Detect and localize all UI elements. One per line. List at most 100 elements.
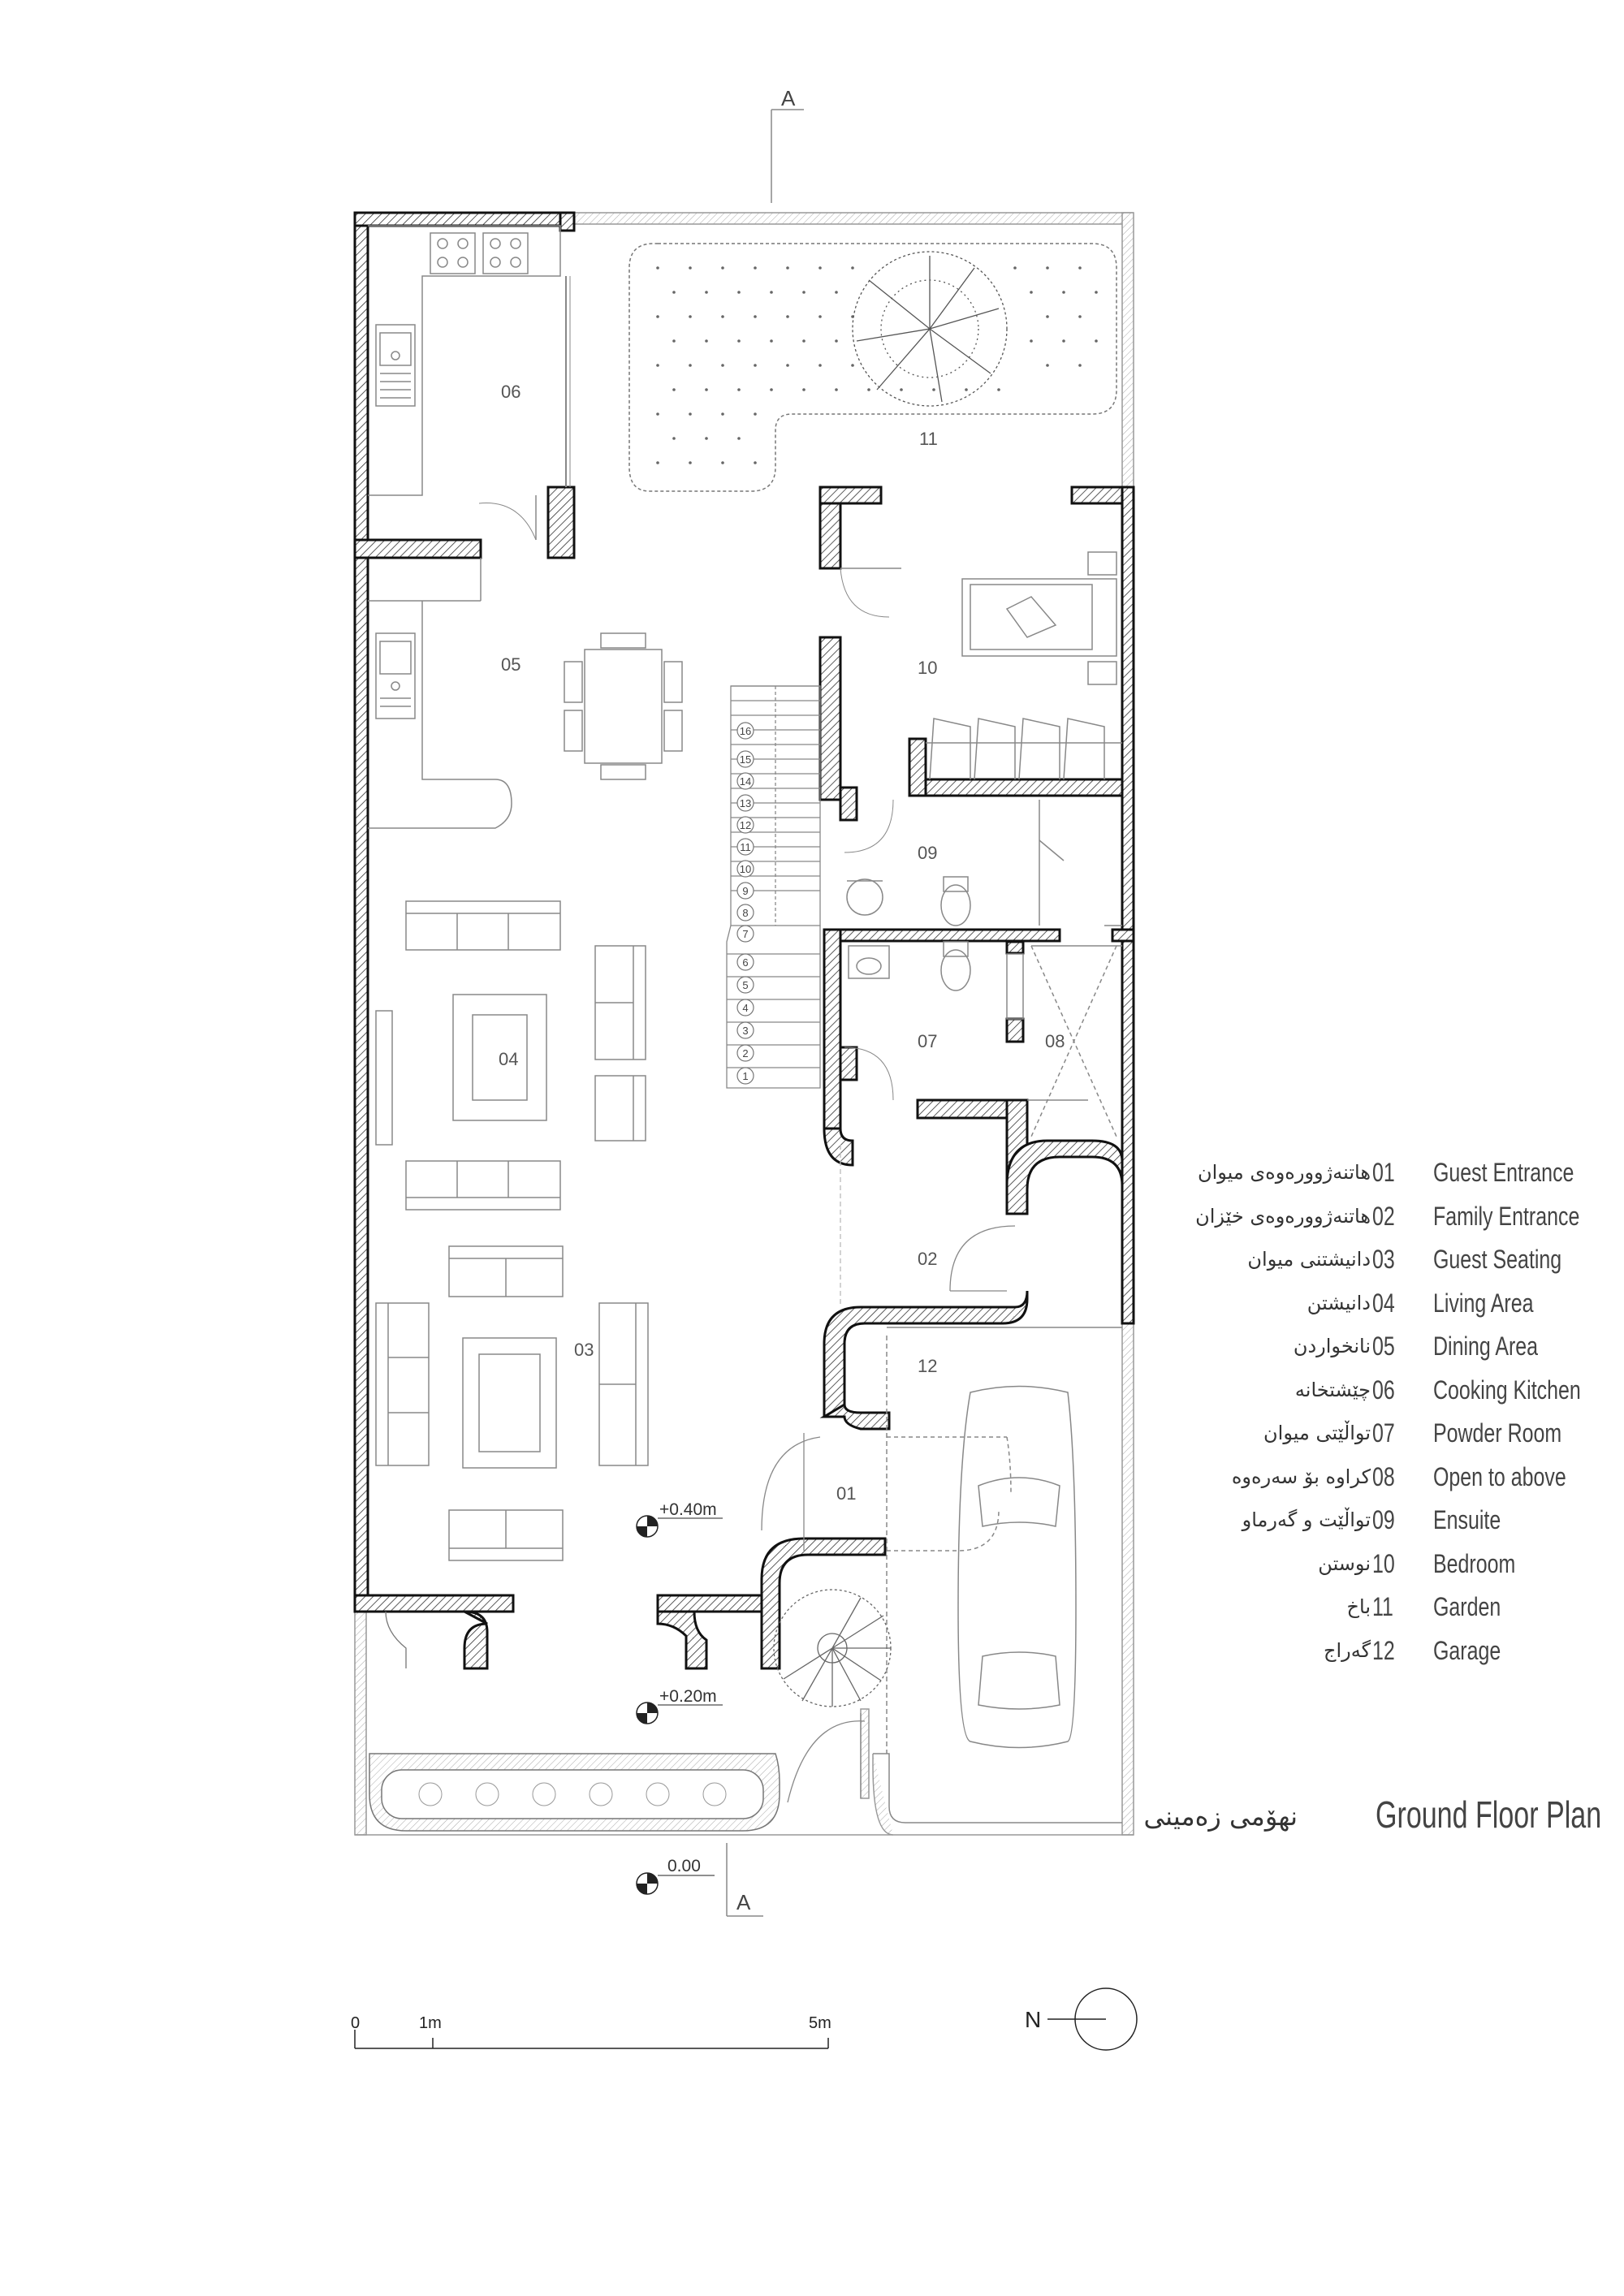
stair-step-marker [736,999,754,1016]
stair-step-number: 2 [742,1047,748,1060]
family-entrance-door [840,1145,1016,1307]
legend-kurdish-label: نانخواردن [1293,1335,1371,1357]
stair-step-marker [736,953,754,971]
garage-lines [860,1327,1122,1836]
plan-room-08: 08 [1045,1031,1065,1051]
stair-step-number: 14 [740,775,751,788]
front-planter [369,1611,780,1832]
legend-number: 07 [1372,1418,1395,1448]
legend-english-label: Cooking Kitchen [1433,1375,1581,1405]
stair-step-marker [736,794,754,812]
scale-label-0: 0 [351,2014,360,2032]
structural-walls [353,211,1135,1613]
stair-step-marker [736,860,754,878]
plan-room-03: 03 [574,1340,594,1360]
stair-step-marker [736,816,754,834]
garden-tree [852,251,1008,407]
kitchen-counter [368,225,571,541]
plan-room-09: 09 [918,843,937,863]
legend-number: 08 [1372,1461,1395,1491]
garden-area [628,243,1117,492]
stair-step-number: 15 [740,753,751,766]
level-mark-000: 0.00 [636,1857,715,1895]
legend-english-label: Bedroom [1433,1548,1516,1578]
plan-room-11: 11 [919,429,938,449]
plan-room-10: 10 [918,658,937,678]
legend-kurdish-label: تواڵێتی میوان [1263,1422,1371,1444]
legend-number: 03 [1372,1245,1395,1274]
legend-english-label: Open to above [1433,1461,1566,1491]
scale-label-5m: 5m [809,2014,831,2032]
title-english: Ground Floor Plan [1376,1793,1602,1836]
stair-step-marker [736,750,754,768]
stair-step-number: 16 [740,725,751,737]
stair-step-number: 11 [740,841,751,853]
legend-kurdish-label: باخ [1346,1595,1371,1618]
level-mark-040: +0.40m [636,1500,723,1538]
legend-kurdish-label: هاتنەژوورەوەی میوان [1197,1161,1371,1184]
garage-car [887,1385,1077,1749]
plan-room-02: 02 [918,1249,937,1269]
level-label-000: 0.00 [667,1857,701,1875]
legend-kurdish-label: دانیشتنی میوان [1247,1248,1371,1271]
stair-step-number: 8 [742,907,748,919]
stair-step-number: 12 [740,819,751,831]
stair-step-number: 6 [742,956,748,969]
legend-english-label: Family Entrance [1433,1201,1580,1231]
kitchen-sink [375,324,416,407]
legend-english-label: Dining Area [1433,1331,1539,1361]
stair-step-marker [736,882,754,900]
stair-step-marker [736,976,754,994]
stair-step-number: 9 [742,885,748,897]
stair-step-marker [736,1021,754,1039]
legend-number: 12 [1372,1635,1395,1665]
plan-room-12: 12 [918,1356,937,1376]
plan-room-04: 04 [499,1049,518,1069]
stair-step-marker [736,838,754,856]
plan-room-05: 05 [501,654,520,675]
legend-english-label: Ensuite [1433,1505,1501,1534]
bedroom-furniture [840,551,1122,780]
stove-burner-left [430,232,476,274]
legend-number: 04 [1372,1288,1395,1318]
stair-step-number: 10 [740,863,751,875]
section-label-bottom: A [736,1890,751,1914]
legend-kurdish-label: چێشتخانە [1294,1378,1371,1401]
legend-kurdish-label: کراوە بۆ سەرەوە [1231,1465,1371,1488]
ensuite-fixtures [844,799,1122,926]
powder-room-fixtures [844,941,1122,1137]
stair-step-marker [736,904,754,921]
stair-step-marker [736,925,754,943]
stair-step-marker [736,772,754,790]
legend-number: 02 [1372,1201,1395,1231]
legend-kurdish-label: نوستن [1318,1552,1371,1575]
legend-kurdish-label: دانیشتن [1307,1291,1371,1314]
legend-kurdish-label: تواڵێت و گەرماو [1242,1508,1371,1531]
legend-number: 05 [1372,1331,1395,1361]
title-kurdish: نهۆمی زەمینی [1143,1801,1298,1832]
stair-step-number: 7 [742,928,748,940]
stair-step-marker [736,1044,754,1062]
stair-step-marker [736,1067,754,1085]
stove-burner-right [482,232,529,274]
stair-step-number: 3 [742,1025,748,1037]
plan-room-06: 06 [501,382,520,402]
dining-counter [368,558,512,829]
level-mark-020: +0.20m [636,1687,723,1724]
scale-bar: 0 1m 5m [351,2014,831,2049]
garden-plant-pattern [656,266,1098,464]
living-furniture [375,900,646,1211]
guest-entrance-door [761,1433,866,1803]
legend-english-label: Guest Seating [1433,1245,1562,1274]
scale-label-1m: 1m [419,2014,442,2032]
dining-sink [375,632,416,719]
